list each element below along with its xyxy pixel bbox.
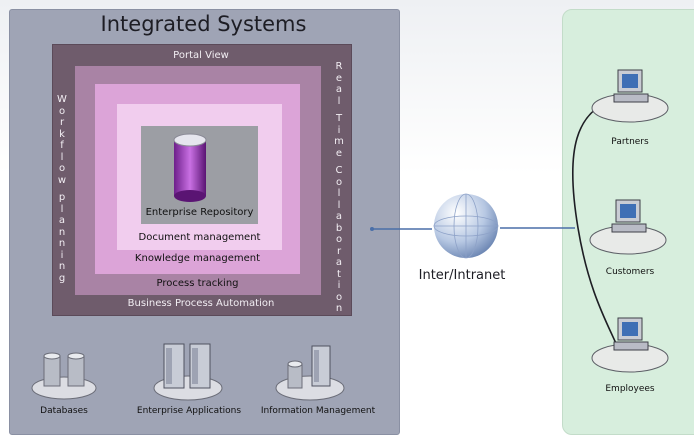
desktop-computer-icon	[591, 69, 669, 123]
desktop-computer-icon	[591, 317, 669, 373]
desktop-computer-icon	[589, 199, 667, 255]
server-pair-icon	[153, 343, 223, 401]
inter-intranet-label: Inter/Intranet	[418, 268, 506, 283]
enterprise-applications-label: Enterprise Applications	[136, 406, 242, 416]
information-management-icon	[275, 345, 345, 401]
knowledge-management-label: Knowledge management	[134, 253, 261, 264]
business-process-label: Business Process Automation	[127, 298, 275, 309]
portal-view-label: Portal View	[173, 50, 229, 61]
process-tracking-label: Process tracking	[156, 278, 239, 289]
enterprise-repository-label: Enterprise Repository	[145, 207, 254, 218]
employees-label: Employees	[605, 384, 655, 394]
databases-label: Databases	[40, 406, 88, 416]
information-management-label: Information Management	[260, 406, 376, 416]
databases-icon	[31, 352, 97, 400]
partners-label: Partners	[611, 137, 649, 147]
document-management-label: Document management	[138, 232, 261, 243]
customers-label: Customers	[605, 267, 655, 277]
database-cylinder-icon	[173, 133, 207, 202]
globe-icon	[433, 193, 499, 259]
diagram-title: Integrated Systems	[100, 12, 307, 36]
